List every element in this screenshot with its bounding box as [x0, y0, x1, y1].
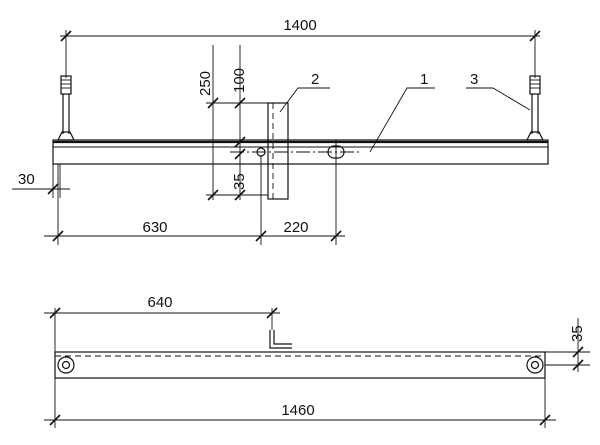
- dimension-1460: 1460: [44, 378, 556, 428]
- dim-text-100: 100: [231, 68, 248, 93]
- callout-3: 3: [466, 71, 531, 111]
- bottom-view: 640 35 1460: [44, 294, 590, 428]
- dimension-100: 100: [231, 45, 248, 200]
- left-stud: [57, 75, 75, 141]
- right-stud: [526, 75, 544, 141]
- dimension-35-side: 35: [545, 318, 590, 372]
- callout-text-3: 3: [470, 71, 478, 88]
- bottom-beam: [54, 351, 546, 379]
- dimension-35: 35: [231, 148, 248, 201]
- dim-text-630: 630: [142, 219, 167, 236]
- bracket: [267, 102, 289, 200]
- angle-bracket-inner: [273, 330, 292, 345]
- callout-2: 2: [279, 71, 330, 113]
- dimension-250: 250: [197, 45, 268, 201]
- dimension-640: 640: [44, 294, 280, 352]
- dim-text-35: 35: [231, 173, 248, 190]
- dim-text-250: 250: [197, 71, 214, 96]
- callout-text-1: 1: [420, 71, 428, 88]
- top-view: 1400: [12, 17, 549, 245]
- angle-bracket: [269, 330, 292, 349]
- dim-text-1400: 1400: [283, 17, 316, 34]
- dim-text-640: 640: [147, 294, 172, 311]
- dim-text-1460: 1460: [281, 402, 314, 419]
- beam: [52, 139, 549, 165]
- dim-text-220: 220: [283, 219, 308, 236]
- dim-text-35-side: 35: [569, 325, 586, 342]
- callout-1: 1: [369, 71, 435, 153]
- dimension-630-220: 630 220: [44, 156, 345, 245]
- dim-text-30: 30: [18, 171, 35, 188]
- dimension-30: 30: [12, 164, 70, 198]
- dimension-1400: 1400: [60, 17, 541, 78]
- callout-text-2: 2: [311, 71, 319, 88]
